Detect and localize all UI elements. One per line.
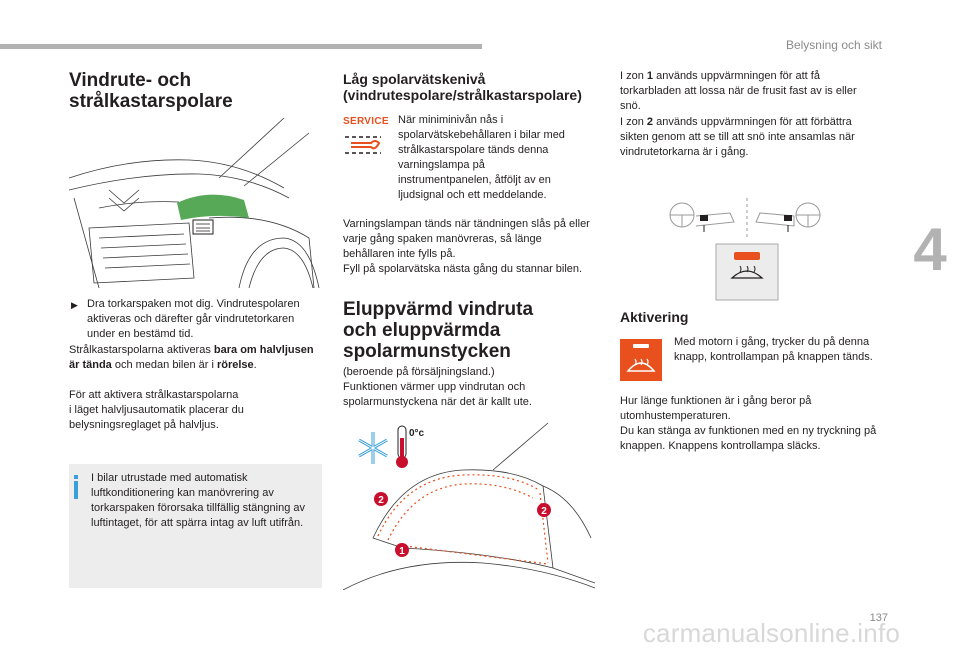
dashboard-location-illustration xyxy=(669,198,821,301)
bullet-arrow-icon: ▶ xyxy=(71,300,78,310)
header-bar xyxy=(0,44,482,49)
wiper-instruction: Dra torkarspaken mot dig. Vindrutespolar… xyxy=(87,298,300,340)
chapter-number: 4 xyxy=(913,216,947,283)
zone-marker-2-left: 2 xyxy=(374,492,388,506)
activation-title: Aktivering xyxy=(620,309,689,325)
snowflake-icon xyxy=(358,432,388,464)
watermark: carmanualsonline.info xyxy=(642,618,900,648)
heated-windscreen-button-icon xyxy=(620,339,662,381)
info-text: I bilar utrustade med automatisk luftkon… xyxy=(91,472,306,529)
thermometer-icon xyxy=(396,425,408,468)
headlamp-washer-icon xyxy=(192,219,214,235)
svg-text:1: 1 xyxy=(399,546,405,557)
svg-text:2: 2 xyxy=(541,506,547,517)
low-level-info: Varningslampan tänds när tändningen slås… xyxy=(343,218,590,275)
duration-text: Hur länge funktionen är i gång beror på … xyxy=(620,395,877,452)
washer-title: Vindrute- och strålkastarspolare xyxy=(69,70,233,112)
svg-text:2: 2 xyxy=(378,495,384,506)
service-warning-icon: SERVICE xyxy=(343,116,389,156)
zone-marker-2-right: 2 xyxy=(537,503,551,517)
heated-windscreen-info: (beroende på försäljningsland.) Funktion… xyxy=(343,366,532,408)
page-number: 137 xyxy=(869,612,888,624)
zone-marker-1: 1 xyxy=(395,543,409,557)
zone-2-text: I zon 2 används uppvärmningen för att fö… xyxy=(620,116,855,158)
heated-windscreen-title: Eluppvärmd vindruta och eluppvärmda spol… xyxy=(343,299,534,362)
temperature-label: 0°c xyxy=(409,428,425,439)
section-title: Belysning och sikt xyxy=(785,38,882,52)
headlamp-washer-activation: För att aktivera strålkastarspolarna i l… xyxy=(69,389,244,431)
low-level-title: Låg spolarvätskenivå (vindrutespolare/st… xyxy=(343,71,582,103)
zone-1-text: I zon 1 används uppvärmningen för att få… xyxy=(620,70,857,112)
info-box xyxy=(69,464,322,588)
activation-text: Med motorn i gång, trycker du på denna k… xyxy=(674,336,873,363)
low-level-lamp-text: När miniminivån nås i spolarvätskebehåll… xyxy=(398,114,565,201)
info-icon xyxy=(74,475,79,499)
car-front-illustration xyxy=(69,118,320,289)
headlamp-washer-condition: Strålkastarspolarna aktiveras bara om ha… xyxy=(69,344,314,371)
heated-windscreen-illustration: 0°c 2 2 1 xyxy=(343,422,595,590)
